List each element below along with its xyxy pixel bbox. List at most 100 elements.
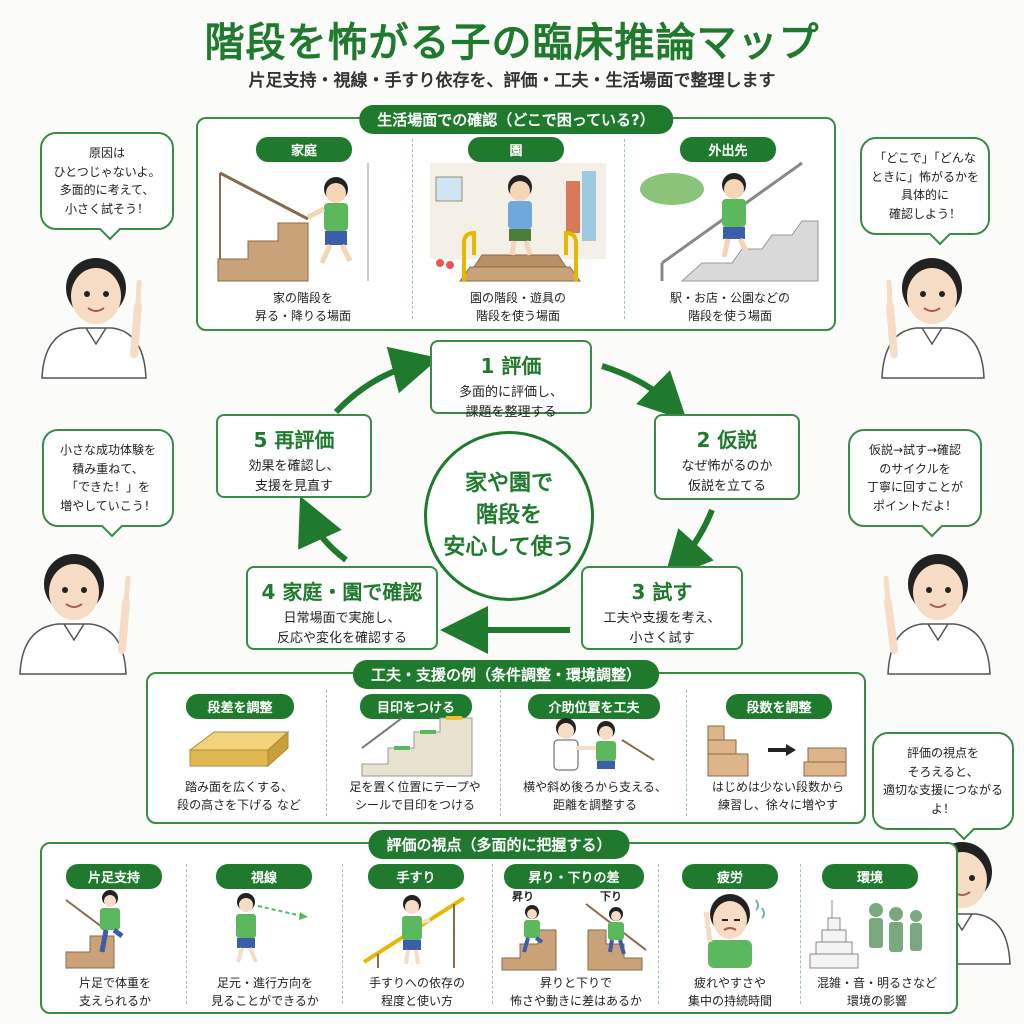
- bubble-line: 仮説→試す→確認: [868, 443, 962, 457]
- caption-line: 練習し、徐々に増やす: [717, 798, 838, 812]
- fatigue-illustration: [703, 894, 765, 968]
- cycle-goal-circle: 家や園で 階段を 安心して使う: [424, 431, 594, 601]
- support-label-markers: 目印をつける: [360, 694, 472, 719]
- divider: [800, 864, 801, 1004]
- caption-line: 怖さや動きに差はあるか: [509, 994, 642, 1008]
- step-title: 3 試す: [631, 580, 693, 604]
- arrow-4-to-5: [298, 496, 348, 563]
- step-block-icon: [188, 730, 290, 768]
- bubble-line: 小さな成功体験を: [59, 443, 156, 457]
- single-leg-stairs-illustration: [65, 890, 124, 969]
- therapist-figure-top-right: [881, 258, 985, 379]
- step-desc: なぜ怖がるのか 仮説を立てる: [656, 457, 798, 496]
- caption-line: 階段を使う場面: [687, 309, 772, 323]
- caption-line: 家の階段を: [272, 291, 333, 305]
- caption-line: 園の階段・遊具の: [469, 291, 566, 305]
- cycle-goal-text: 家や園で 階段を 安心して使う: [443, 468, 574, 564]
- scene-label-nursery: 園: [468, 137, 564, 162]
- support-caption-step-count: はじめは少ない段数から 練習し、徐々に増やす: [696, 778, 860, 814]
- step-desc-line: 日常場面で実施し、: [283, 611, 401, 626]
- outing-stairs-illustration: [640, 161, 819, 282]
- caption-line: 昇りと下りで: [539, 976, 612, 990]
- support-caption-markers: 足を置く位置にテープや シールで目印をつける: [332, 778, 498, 814]
- environment-illustration: [809, 900, 922, 969]
- eval-label-environment: 環境: [822, 864, 918, 889]
- divider: [686, 690, 687, 816]
- eval-label-fatigue: 疲労: [682, 864, 778, 889]
- caption-line: 集中の持続時間: [687, 994, 772, 1008]
- divider: [492, 864, 493, 1004]
- bubble-line: 小さく試そう！: [64, 201, 149, 216]
- speech-bubble-top-left: 原因は ひとつじゃないよ。 多面的に考えて、 小さく試そう！: [40, 132, 174, 231]
- caption-line: 階段を使う場面: [475, 309, 560, 323]
- step-desc: 効果を確認し、 支援を見直す: [218, 457, 370, 496]
- scene-caption-outing: 駅・お店・公園などの 階段を使う場面: [642, 289, 818, 325]
- caption-line: 駅・お店・公園などの: [669, 291, 790, 305]
- caption-line: シールで目印をつける: [354, 798, 475, 812]
- bubble-line: 丁寧に回すことが: [866, 480, 963, 495]
- cycle-step-4-confirm: 4 家庭・園で確認 日常場面で実施し、 反応や変化を確認する: [246, 566, 438, 650]
- bubble-line: 「できた！」を: [65, 480, 150, 495]
- speech-bubble-mid-left: 小さな成功体験を 積み重ねて、 「できた！」を 増やしていこう！: [42, 429, 174, 528]
- caption-line: 手すりへの依存の: [368, 976, 465, 990]
- evaluation-viewpoints-panel: 評価の視点（多面的に把握する） 片足支持 片足で体重を 支えられるか 視線 足元…: [40, 830, 958, 1014]
- eval-caption-fatigue: 疲れやすさや 集中の持続時間: [662, 974, 798, 1010]
- arrow-5-to-1: [333, 346, 440, 415]
- nursery-stairs-illustration: [430, 163, 606, 282]
- support-label-step-count: 段数を調整: [726, 694, 832, 719]
- therapist-figure-mid-right: [883, 554, 991, 675]
- bubble-line: 多面的に考えて、: [59, 183, 155, 198]
- caption-line: 足を置く位置にテープや: [349, 780, 481, 794]
- scene-label-outing: 外出先: [680, 137, 776, 162]
- step-desc-line: 支援を見直す: [254, 478, 333, 494]
- step-title: 5 再評価: [253, 428, 335, 452]
- scene-caption-home: 家の階段を 昇る・降りる場面: [218, 289, 388, 325]
- step-desc-line: 効果を確認し、: [248, 459, 340, 474]
- page-subtitle: 片足支持・視線・手すり依存を、評価・工夫・生活場面で整理します: [248, 71, 776, 91]
- step-desc: 日常場面で実施し、 反応や変化を確認する: [248, 609, 436, 648]
- bubble-line: そろえると、: [907, 764, 979, 779]
- home-stairs-illustration: [217, 163, 369, 282]
- goal-line: 階段を: [475, 503, 542, 529]
- divider: [500, 690, 501, 816]
- page-title: 階段を怖がる子の臨床推論マップ: [204, 20, 820, 66]
- divider: [658, 864, 659, 1004]
- bubble-line: 評価の視点を: [906, 746, 979, 760]
- arrow-2-to-3: [663, 508, 715, 580]
- gaze-direction-illustration: [236, 893, 308, 963]
- assist-position-illustration: [553, 718, 655, 771]
- caption-line: 見ることができるか: [211, 994, 319, 1008]
- support-label-assist-position: 介助位置を工夫: [528, 694, 660, 719]
- step-desc-line: 課題を整理する: [465, 404, 557, 420]
- bubble-line: ときに」怖がるかを: [870, 169, 979, 184]
- life-scenes-panel: 生活場面での確認（どこで困っている?） 家庭 家の階段を 昇る・降りる場面 園: [196, 105, 836, 331]
- handrail-use-illustration: [362, 895, 466, 968]
- bubble-line: ひとつじゃないよ。: [53, 164, 161, 179]
- divider: [326, 690, 327, 816]
- divider: [412, 139, 413, 319]
- caption-line: 環境の影響: [846, 994, 907, 1008]
- marker-tape-stairs-icon: [361, 716, 473, 777]
- step-desc-line: 小さく試す: [629, 630, 695, 646]
- eval-label-up-down-difference: 昇り・下りの差: [504, 864, 644, 889]
- caption-line: 疲れやすさや: [693, 976, 766, 990]
- cycle-step-1-assess: 1 評価 多面的に評価し、 課題を整理する: [430, 340, 592, 420]
- evaluation-viewpoints-header: 評価の視点（多面的に把握する）: [368, 830, 630, 859]
- bubble-line: 積み重ねて、: [72, 461, 144, 476]
- step-desc-line: なぜ怖がるのか: [681, 459, 773, 474]
- speech-bubble-top-right: 「どこで」「どんな ときに」怖がるかを 具体的に 確認しよう！: [860, 137, 990, 236]
- caption-line: 昇る・降りる場面: [254, 309, 351, 323]
- up-down-stairs-illustration: [501, 903, 647, 971]
- bubble-line: 原因は: [88, 146, 125, 160]
- therapist-figure-mid-left: [19, 554, 131, 675]
- goal-line: 安心して使う: [443, 534, 575, 560]
- caption-line: 段の高さを下げる など: [177, 798, 301, 812]
- bubble-line: 適切な支援につながるよ！: [882, 783, 1003, 816]
- caption-line: 支えられるか: [78, 994, 151, 1008]
- caption-line: 足元・進行方向を: [216, 976, 313, 990]
- support-caption-assist-position: 横や斜め後ろから支える、 距離を調整する: [510, 778, 680, 814]
- cycle-step-2-hypothesis: 2 仮説 なぜ怖がるのか 仮説を立てる: [654, 414, 800, 500]
- eval-label-gaze: 視線: [216, 864, 312, 889]
- support-label-step-height: 段差を調整: [186, 694, 294, 719]
- step-desc-line: 工夫や支援を考え、: [603, 611, 721, 626]
